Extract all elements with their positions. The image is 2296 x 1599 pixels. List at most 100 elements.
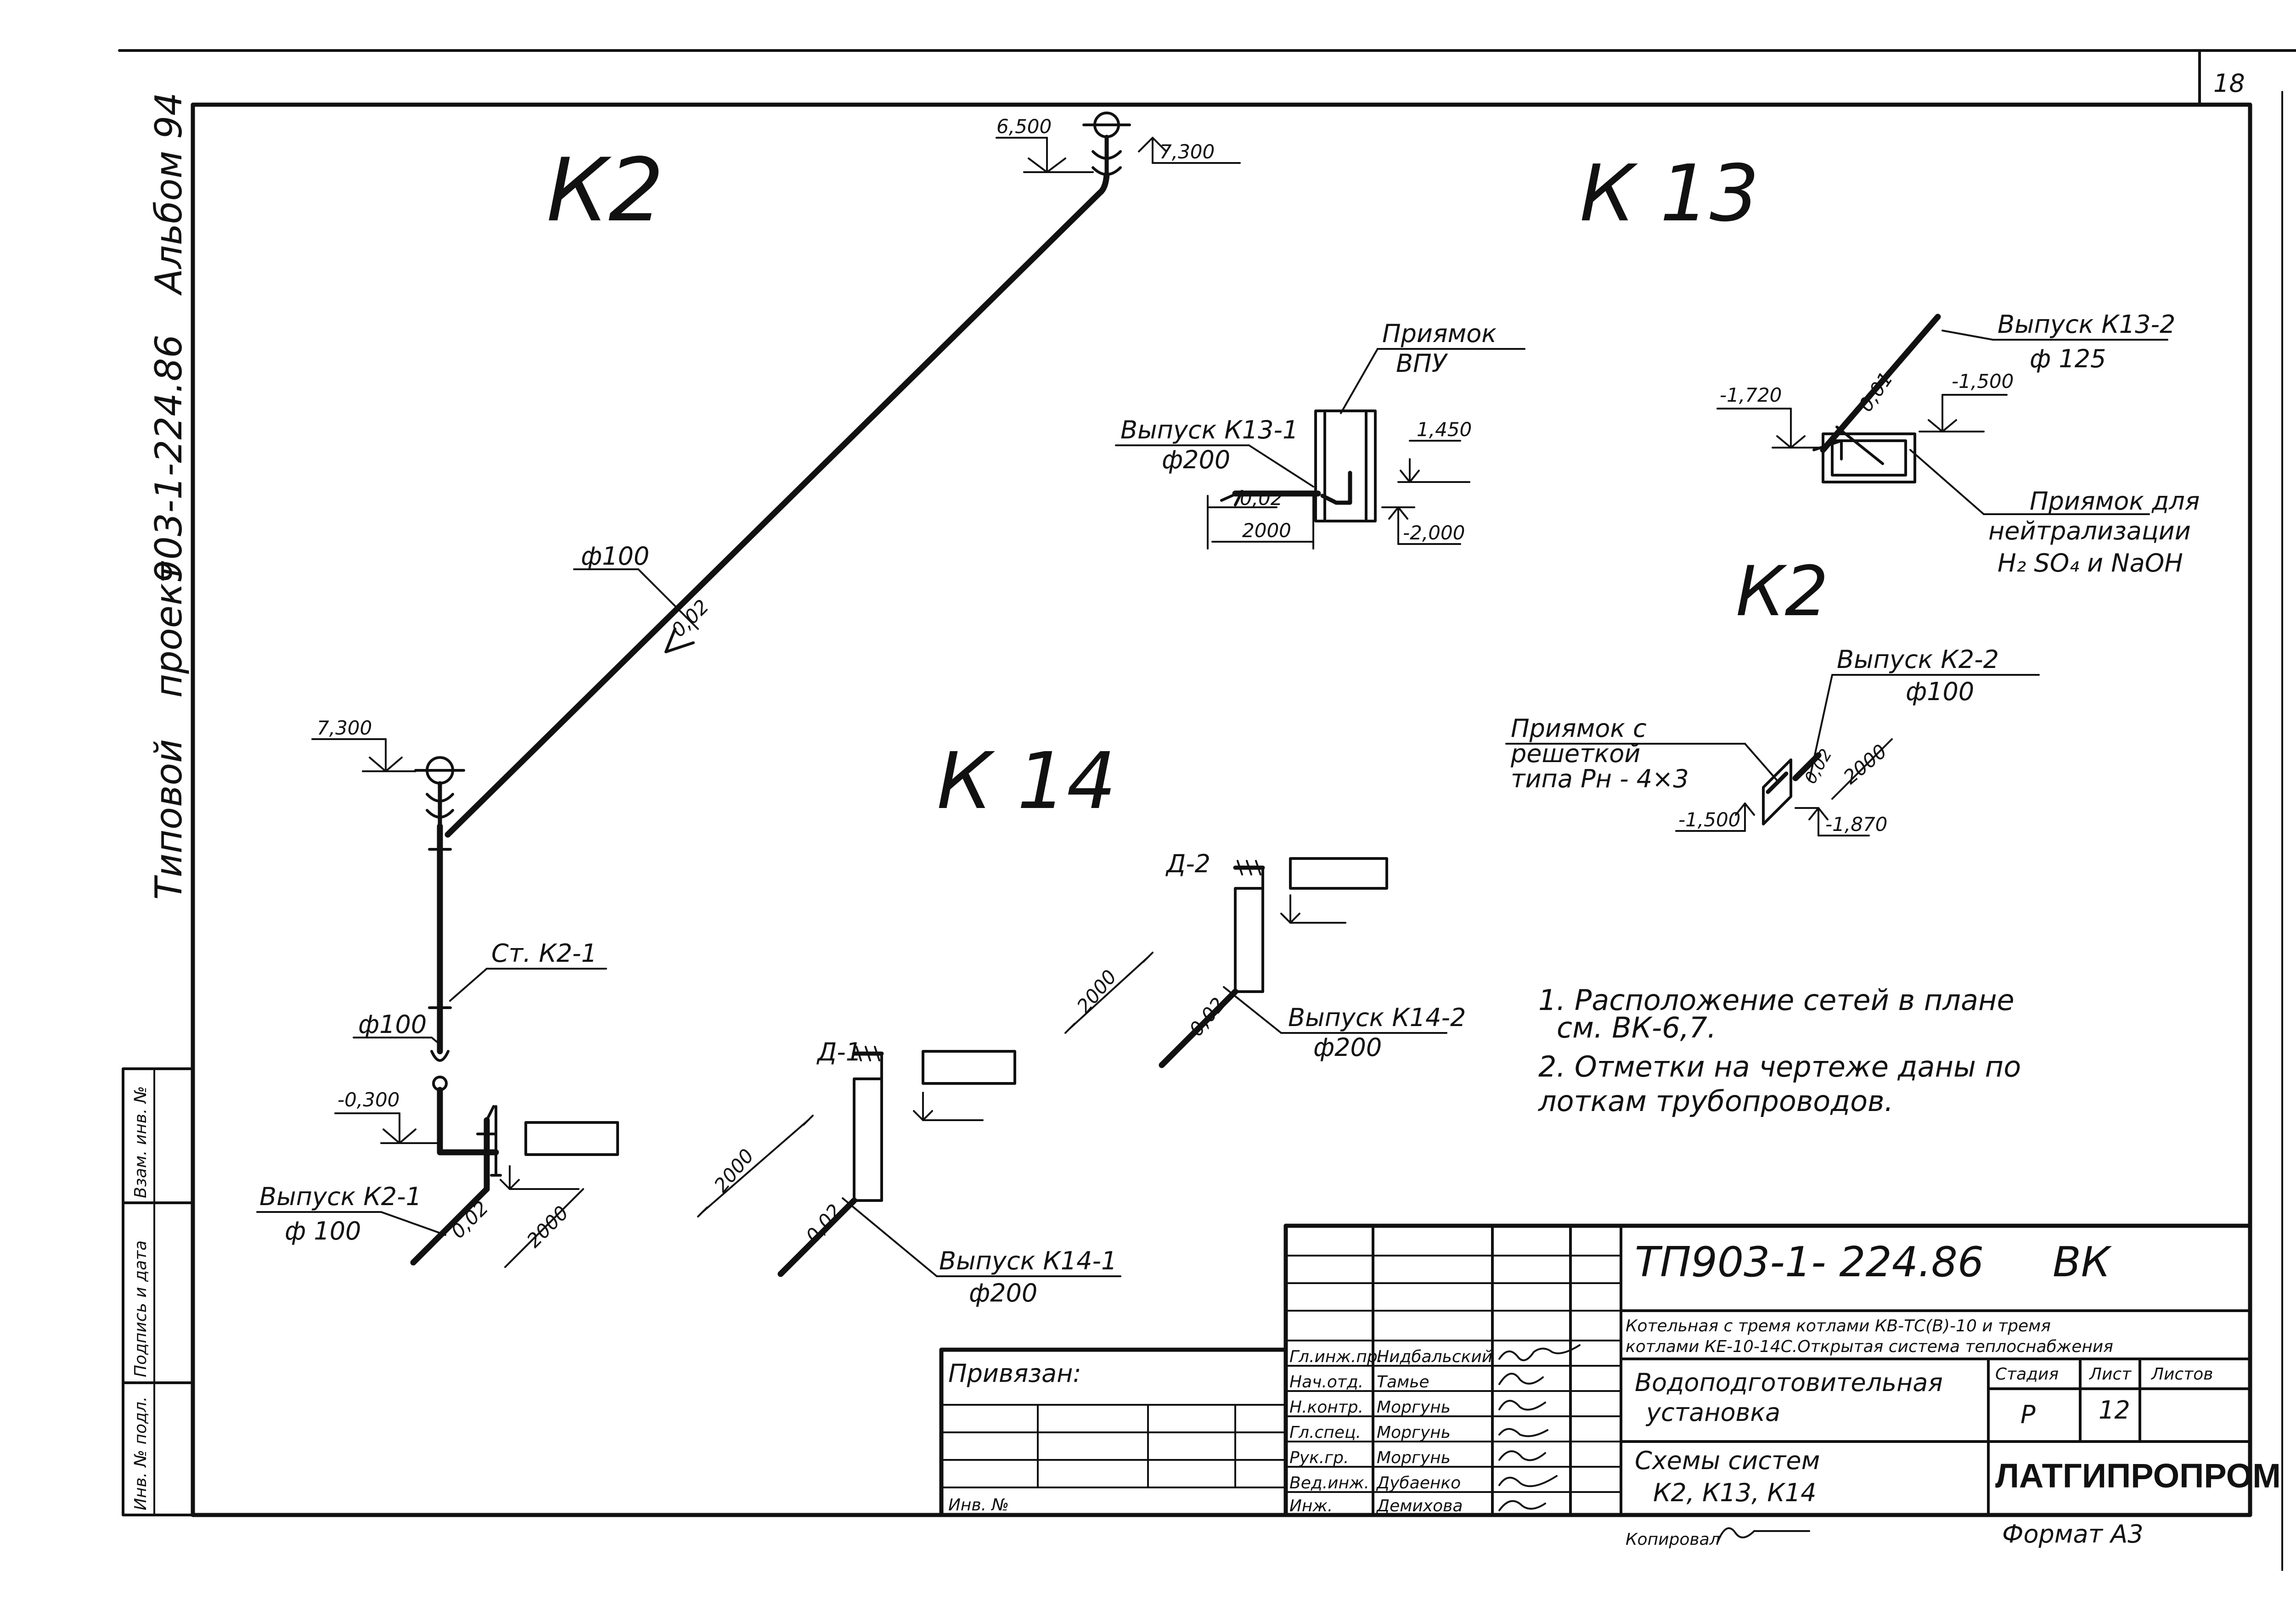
tb-role-3: Н.контр. bbox=[1289, 1398, 1363, 1417]
tb-mark: ВК bbox=[2053, 1238, 2112, 1286]
k2-main-scheme: 6,500 7,300 ф100 0,02 7,300 Ст. К2-1 bbox=[256, 112, 1241, 1268]
tb-name-3: Моргунь bbox=[1377, 1398, 1451, 1417]
note-line-1: 1. Расположение сетей в плане bbox=[1538, 983, 2015, 1017]
k13-1-slope: 0,02 bbox=[1240, 487, 1283, 510]
k2-pipe-diam: ф100 bbox=[581, 542, 649, 571]
k13-1-scheme: Приямок ВПУ Выпуск К13-1 ф200 0,02 2000 … bbox=[1115, 319, 1525, 550]
tb-role-2: Нач.отд. bbox=[1289, 1373, 1363, 1391]
k14-2-outlet-diam: ф200 bbox=[1313, 1033, 1382, 1062]
tb-col-sheet: Лист bbox=[2088, 1365, 2132, 1384]
k13-2-pit-line2: нейтрализации bbox=[1988, 516, 2191, 545]
k2-2-pit-line1: Приямок с bbox=[1511, 714, 1647, 743]
tb-name-5: Моргунь bbox=[1377, 1448, 1451, 1467]
tb-name-7: Демихова bbox=[1376, 1497, 1463, 1515]
tb-doc-code: ТП903-1- 224.86 bbox=[1635, 1238, 1984, 1286]
k2-riser-diam: ф100 bbox=[358, 1010, 427, 1039]
system-title-k2: К2 bbox=[546, 140, 664, 241]
sheet-number: 18 bbox=[2213, 69, 2245, 98]
tb-role-1: Гл.инж.пр. bbox=[1289, 1347, 1383, 1366]
k2-outlet-diam: ф 100 bbox=[285, 1217, 361, 1246]
k13-2-outlet: Выпуск К13-2 bbox=[1998, 310, 2175, 339]
note-line-4: лоткам трубопроводов. bbox=[1538, 1084, 1893, 1118]
sheet-frame bbox=[118, 49, 2296, 1571]
note-line-2: см. ВК-6,7. bbox=[1557, 1011, 1716, 1044]
notes: 1. Расположение сетей в плане см. ВК-6,7… bbox=[1538, 983, 2021, 1118]
tb-col-stage: Стадия bbox=[1995, 1365, 2059, 1384]
system-title-k2-small: К2 bbox=[1736, 552, 1829, 632]
k14-1-scheme: Д-1 0,02 2000 Выпуск К14-1 ф200 bbox=[697, 1038, 1121, 1307]
tb-privyazan: Привязан: bbox=[948, 1359, 1081, 1388]
tb-copied: Копировал bbox=[1626, 1530, 1720, 1549]
system-title-k14: К 14 bbox=[937, 736, 1116, 827]
tb-format: Формат А3 bbox=[2002, 1520, 2144, 1549]
k14-2-length: 2000 bbox=[1072, 965, 1121, 1017]
k13-2-elev-right: -1,500 bbox=[1952, 370, 2014, 393]
k13-2-pit-line1: Приямок для bbox=[2030, 487, 2200, 516]
k2-2-elev-right: -1,870 bbox=[1825, 813, 1887, 836]
tb-object-line1: Котельная с тремя котлами КВ-ТС(В)-10 и … bbox=[1626, 1317, 2051, 1335]
left-stamp-inv: Инв. № подл. bbox=[131, 1397, 150, 1510]
k14-1-outlet-diam: ф200 bbox=[969, 1279, 1037, 1307]
k14-2-scheme: Д-2 0,02 2000 Выпуск К14-2 ф200 bbox=[1064, 849, 1466, 1068]
tb-role-7: Инж. bbox=[1289, 1497, 1333, 1515]
k2-2-pit-line3: типа Рн - 4×3 bbox=[1511, 764, 1689, 793]
margin-proekt: проект bbox=[147, 561, 190, 698]
margin-tipovoy: Типовой bbox=[147, 739, 190, 900]
k2-2-outlet-diam: ф100 bbox=[1906, 677, 1974, 706]
k13-2-elev-left: -1,720 bbox=[1720, 384, 1782, 406]
k2-2-outlet: Выпуск К2-2 bbox=[1837, 645, 1999, 674]
tb-inv-no: Инв. № bbox=[948, 1496, 1009, 1515]
tb-stage: Р bbox=[2020, 1400, 2036, 1429]
tb-name-6: Дубаенко bbox=[1376, 1474, 1461, 1492]
note-line-3: 2. Отметки на чертеже даны по bbox=[1538, 1050, 2021, 1083]
tb-title-line2: установка bbox=[1645, 1398, 1780, 1427]
left-stamp: Инв. № подл. Подпись и дата Взам. инв. № bbox=[122, 1067, 194, 1516]
margin-album: Альбом 94 bbox=[147, 92, 190, 296]
signatures bbox=[1498, 1344, 1581, 1511]
tb-sheet-title-line2: К2, К13, К14 bbox=[1653, 1478, 1816, 1507]
left-stamp-sign: Подпись и дата bbox=[131, 1240, 150, 1377]
k13-1-length: 2000 bbox=[1242, 519, 1291, 542]
k2-2-pit-line2: решеткой bbox=[1510, 739, 1640, 768]
margin-project-code: 903-1-224.86 bbox=[147, 335, 190, 583]
k14-2-riser: Д-2 bbox=[1165, 849, 1210, 878]
k14-1-slope: 0,02 bbox=[801, 1200, 846, 1247]
tb-name-4: Моргунь bbox=[1377, 1423, 1451, 1442]
k2-elev-7300-mid: 7,300 bbox=[317, 717, 372, 739]
tb-sheet: 12 bbox=[2099, 1396, 2130, 1425]
k2-outlet-slope: 0,02 bbox=[446, 1196, 493, 1243]
k13-2-outlet-diam: ф 125 bbox=[2030, 344, 2106, 373]
system-title-k13: К 13 bbox=[1580, 148, 1759, 239]
k2-riser-label: Ст. К2-1 bbox=[491, 939, 597, 968]
tb-name-2: Тамье bbox=[1377, 1373, 1429, 1391]
tb-org: ЛАТГИПРОПРОМ bbox=[1995, 1457, 2281, 1495]
k2-2-elev-left: -1,500 bbox=[1678, 808, 1740, 831]
k2-elev-0300: -0,300 bbox=[338, 1088, 400, 1111]
k2-elev-6500: 6,500 bbox=[996, 115, 1052, 138]
k13-1-outlet: Выпуск К13-1 bbox=[1120, 415, 1298, 444]
k13-2-pit-line3: H₂ SO₄ и NaOH bbox=[1998, 549, 2183, 578]
k13-1-pit-sub: ВПУ bbox=[1396, 349, 1448, 378]
tb-col-sheets: Листов bbox=[2150, 1365, 2213, 1384]
k2-outlet-label: Выпуск К2-1 bbox=[259, 1182, 422, 1211]
k13-1-pit-title: Приямок bbox=[1382, 319, 1497, 348]
left-stamp-vzam: Взам. инв. № bbox=[131, 1086, 150, 1198]
k2-2-scheme: Выпуск К2-2 ф100 Приямок с решеткой типа… bbox=[1505, 645, 2040, 836]
k14-1-outlet: Выпуск К14-1 bbox=[939, 1246, 1117, 1275]
k2-elev-7300-top: 7,300 bbox=[1159, 140, 1215, 163]
tb-role-5: Рук.гр. bbox=[1289, 1448, 1349, 1467]
tb-title-line1: Водоподготовительная bbox=[1635, 1368, 1943, 1397]
k13-1-elev-top: 1,450 bbox=[1417, 418, 1472, 441]
k13-1-elev-bottom: -2,000 bbox=[1403, 522, 1465, 544]
tb-sheet-title-line1: Схемы систем bbox=[1635, 1446, 1820, 1475]
k14-2-outlet: Выпуск К14-2 bbox=[1288, 1003, 1466, 1032]
tb-role-6: Вед.инж. bbox=[1289, 1474, 1369, 1492]
k13-1-outlet-diam: ф200 bbox=[1162, 445, 1230, 474]
side-margin: Типовой проект 903-1-224.86 Альбом 94 bbox=[147, 92, 190, 900]
tb-name-1: Нидбальский bbox=[1377, 1347, 1492, 1366]
title-block: Привязан: Инв. № Гл.инж.пр. Нач.отд. Н.к… bbox=[939, 1223, 2281, 1549]
k2-outlet-length: 2000 bbox=[522, 1201, 573, 1252]
k13-2-scheme: Выпуск К13-2 ф 125 0,01 -1,720 -1,500 Пр… bbox=[1716, 310, 2200, 578]
tb-role-4: Гл.спец. bbox=[1289, 1423, 1361, 1442]
